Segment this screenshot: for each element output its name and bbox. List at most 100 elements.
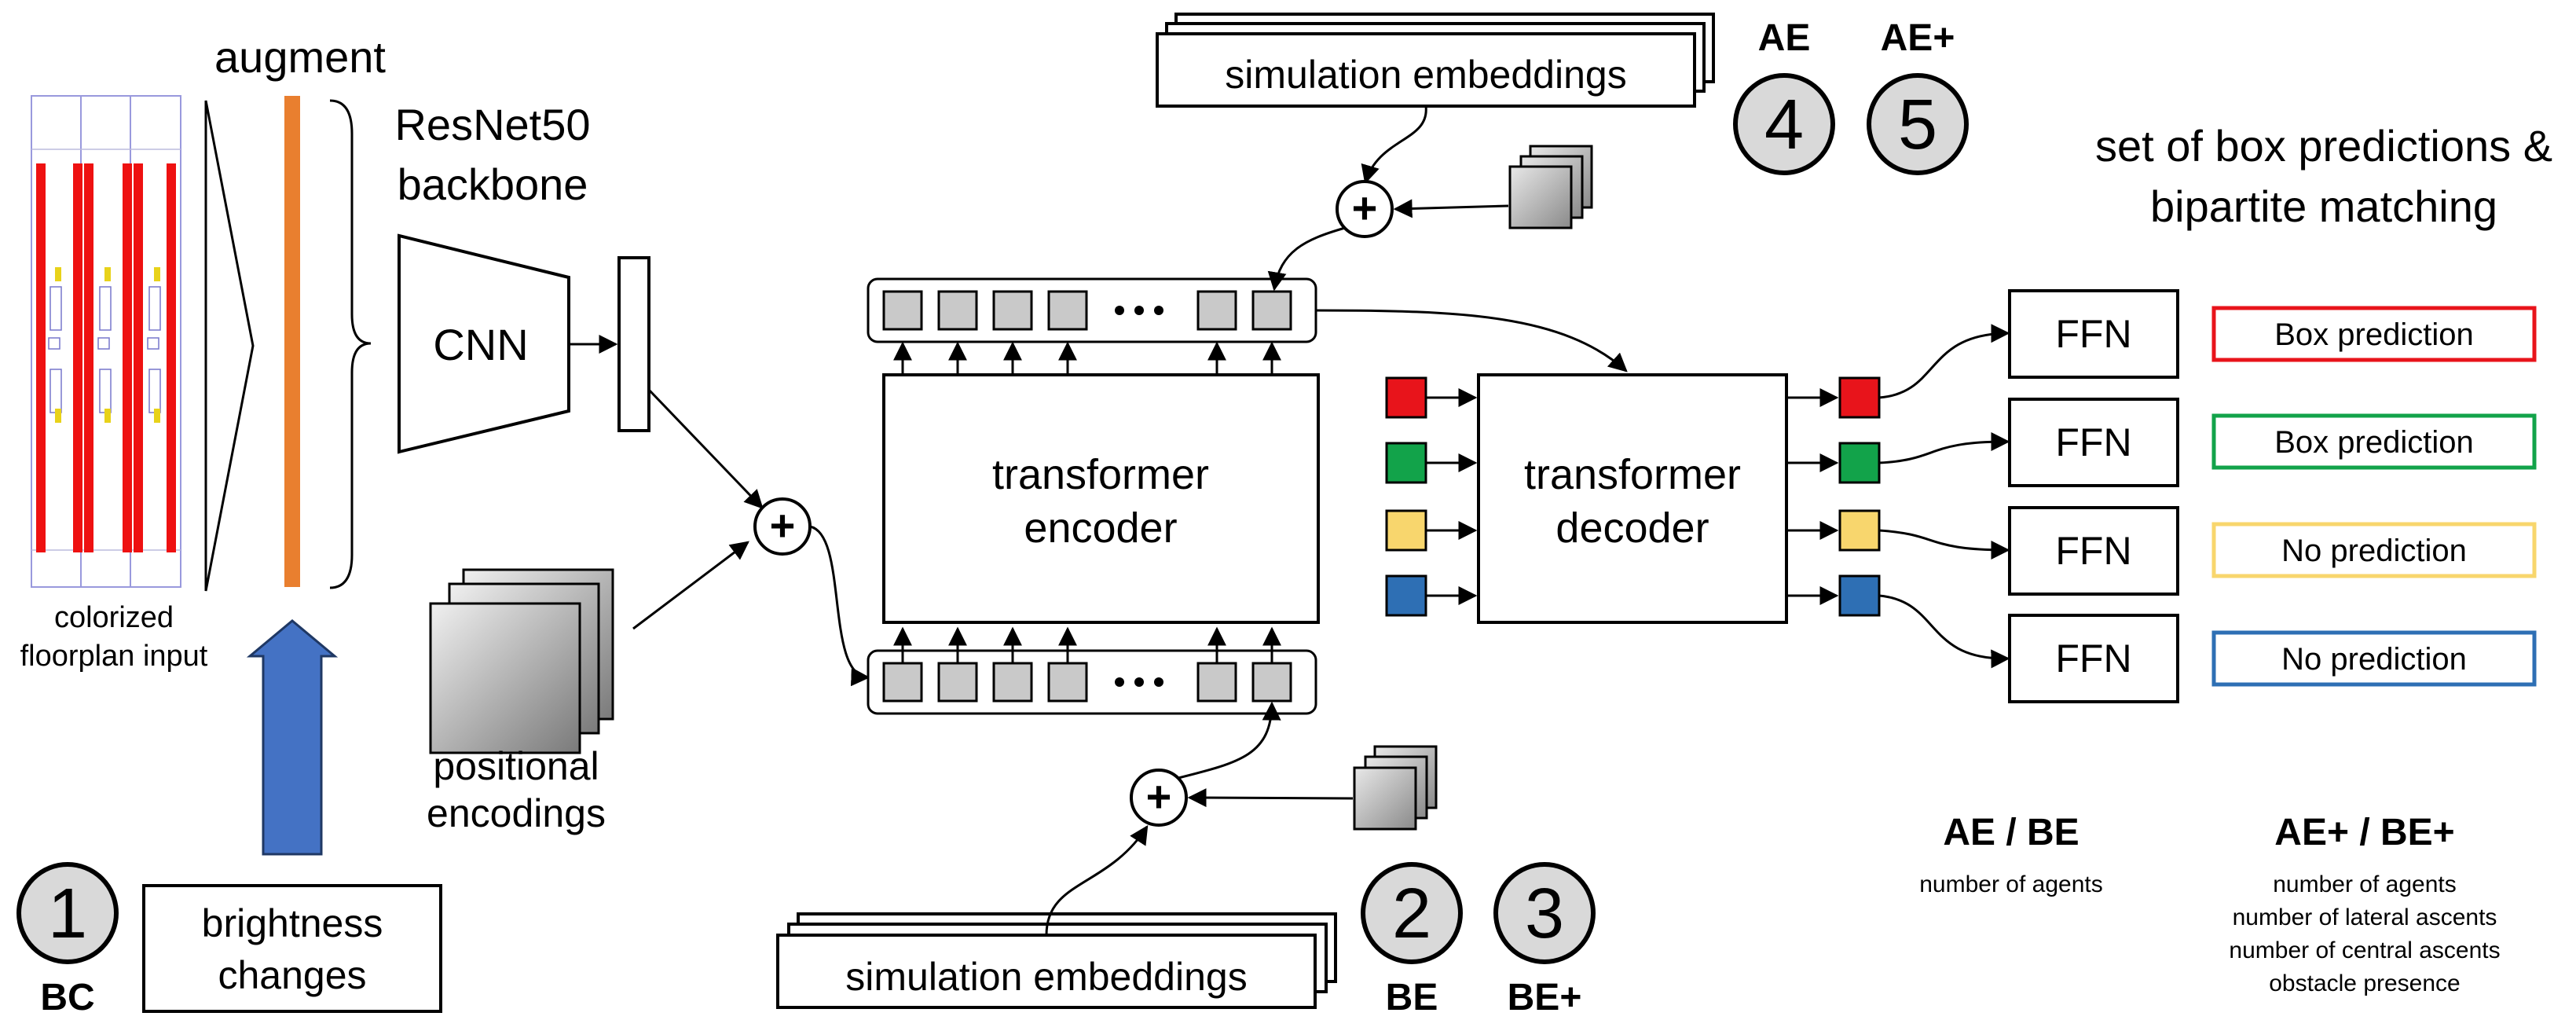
prediction-label: Box prediction [2274,425,2473,460]
decoder-output-arrows [1786,388,1839,605]
top-plus-icon: + [1336,180,1394,238]
badge-number: 4 [1764,86,1804,164]
query-to-decoder-arrows [1426,388,1478,605]
decoder-label-line1: transformer [1524,451,1741,498]
badge-number: 5 [1898,86,1937,164]
badge-number: 1 [48,875,87,953]
ffn-box [2008,614,2179,703]
brightness-label-line1: brightness [202,901,383,945]
decoder-input-queries [1385,376,1427,617]
resnet-label-line2: backbone [398,160,588,209]
set-predictions-title-line2: bipartite matching [2150,182,2497,231]
positional-encodings-stack [429,568,614,754]
augment-label: augment [214,32,386,82]
cnn-block [398,233,570,454]
legend-item: obstacle presence [2269,970,2461,996]
badge-label: BC [40,977,94,1018]
feature-to-plus-arrow [647,388,764,509]
brightness-label-line2: changes [218,953,366,997]
encoder-to-decoder-arrow [1315,309,1628,372]
prediction-box [2211,522,2537,578]
ffn-label: FFN [2055,637,2131,681]
feature-map [617,256,650,432]
legend-ae-plus-be-plus: AE+ / BE+ number of agents number of lat… [2229,812,2500,996]
encoder-input-arrows [893,626,1281,663]
legend-title: AE+ / BE+ [2274,812,2454,853]
top-sim-embeddings-stack [1156,13,1715,108]
badge-be: 2 BE [1361,862,1463,1018]
legend-item: number of agents [1919,871,2102,897]
top-query-to-plus-arrow [1393,199,1509,218]
encoder-output-arrows [893,341,1281,375]
prediction-box [2211,413,2537,470]
positional-label-line1: positional [433,744,599,788]
prediction-label: No prediction [2281,642,2467,677]
transformer-encoder [882,373,1320,624]
prediction-label: Box prediction [2274,317,2473,352]
input-label-line1: colorized [54,601,174,634]
ffn-box [2008,289,2179,379]
bottom-sim-embeddings-stack [776,912,1337,1009]
bottom-sim-to-plus-arrow [1045,824,1149,936]
badge-number: 3 [1525,875,1564,953]
decoder-label-line2: decoder [1555,504,1709,552]
brightness-changes-box [142,884,442,1013]
legend-item: number of lateral ascents [2233,904,2497,930]
badge-bc: 1 BC [16,862,119,1018]
augment-bar [284,96,300,587]
brightness-arrow [246,619,339,856]
svg-text:+: + [1352,183,1378,233]
augment-brace [329,99,372,589]
ffn-label: FFN [2055,420,2131,464]
merge-plus-icon: + [753,497,812,556]
output-to-ffn-arrows [1878,324,2010,669]
top-sim-embeddings-label: simulation embeddings [1225,53,1626,97]
prediction-box [2211,630,2537,687]
top-plus-to-tokens-arrow [1267,226,1346,292]
svg-text:+: + [1146,772,1172,821]
positional-to-plus-arrow [632,541,749,630]
badge-label: BE [1386,977,1438,1018]
encoder-output-tokens [867,277,1317,343]
badge-be-plus: 3 BE+ [1493,862,1596,1018]
badge-label: AE+ [1881,17,1955,59]
ffn-label: FFN [2055,312,2131,356]
encoder-label-line1: transformer [992,451,1209,498]
badge-ae-plus: AE+ 5 [1867,17,1969,175]
badge-label: AE [1758,17,1811,59]
ffn-row-3: FFN No prediction [2008,506,2537,596]
top-sim-to-plus-arrow [1361,105,1427,185]
badge-label: BE+ [1508,977,1582,1018]
transformer-decoder [1477,373,1788,624]
bottom-query-stack [1353,745,1438,831]
cnn-label: CNN [433,320,528,369]
encoder-input-tokens [867,649,1317,715]
prediction-box [2211,306,2537,362]
ffn-box [2008,506,2179,596]
ffn-row-2: FFN Box prediction [2008,398,2537,487]
legend-ae-be: AE / BE number of agents [1919,812,2102,897]
positional-label-line2: encodings [427,791,606,835]
resnet-label-line1: ResNet50 [394,100,590,149]
input-label-line2: floorplan input [20,640,208,673]
legend-item: number of agents [2273,871,2456,897]
decoder-output-embeddings [1838,376,1881,617]
top-query-stack [1508,145,1593,229]
plus-to-tokens-arrow [809,525,870,687]
floorplan-image [31,95,181,588]
bottom-sim-embeddings-label: simulation embeddings [845,955,1247,999]
badge-number: 2 [1392,875,1431,953]
ffn-box [2008,398,2179,487]
bottom-plus-icon: + [1130,769,1188,827]
ffn-row-4: FFN No prediction [2008,614,2537,703]
set-predictions-title-line1: set of box predictions & [2095,121,2552,171]
legend-item: number of central ascents [2229,937,2500,963]
badge-ae: AE 4 [1733,17,1835,175]
bottom-plus-to-tokens-arrow [1178,701,1281,780]
ffn-label: FFN [2055,529,2131,573]
augment-triangle [204,100,255,592]
legend-title: AE / BE [1943,812,2079,853]
svg-text:+: + [770,501,796,550]
prediction-label: No prediction [2281,534,2467,568]
